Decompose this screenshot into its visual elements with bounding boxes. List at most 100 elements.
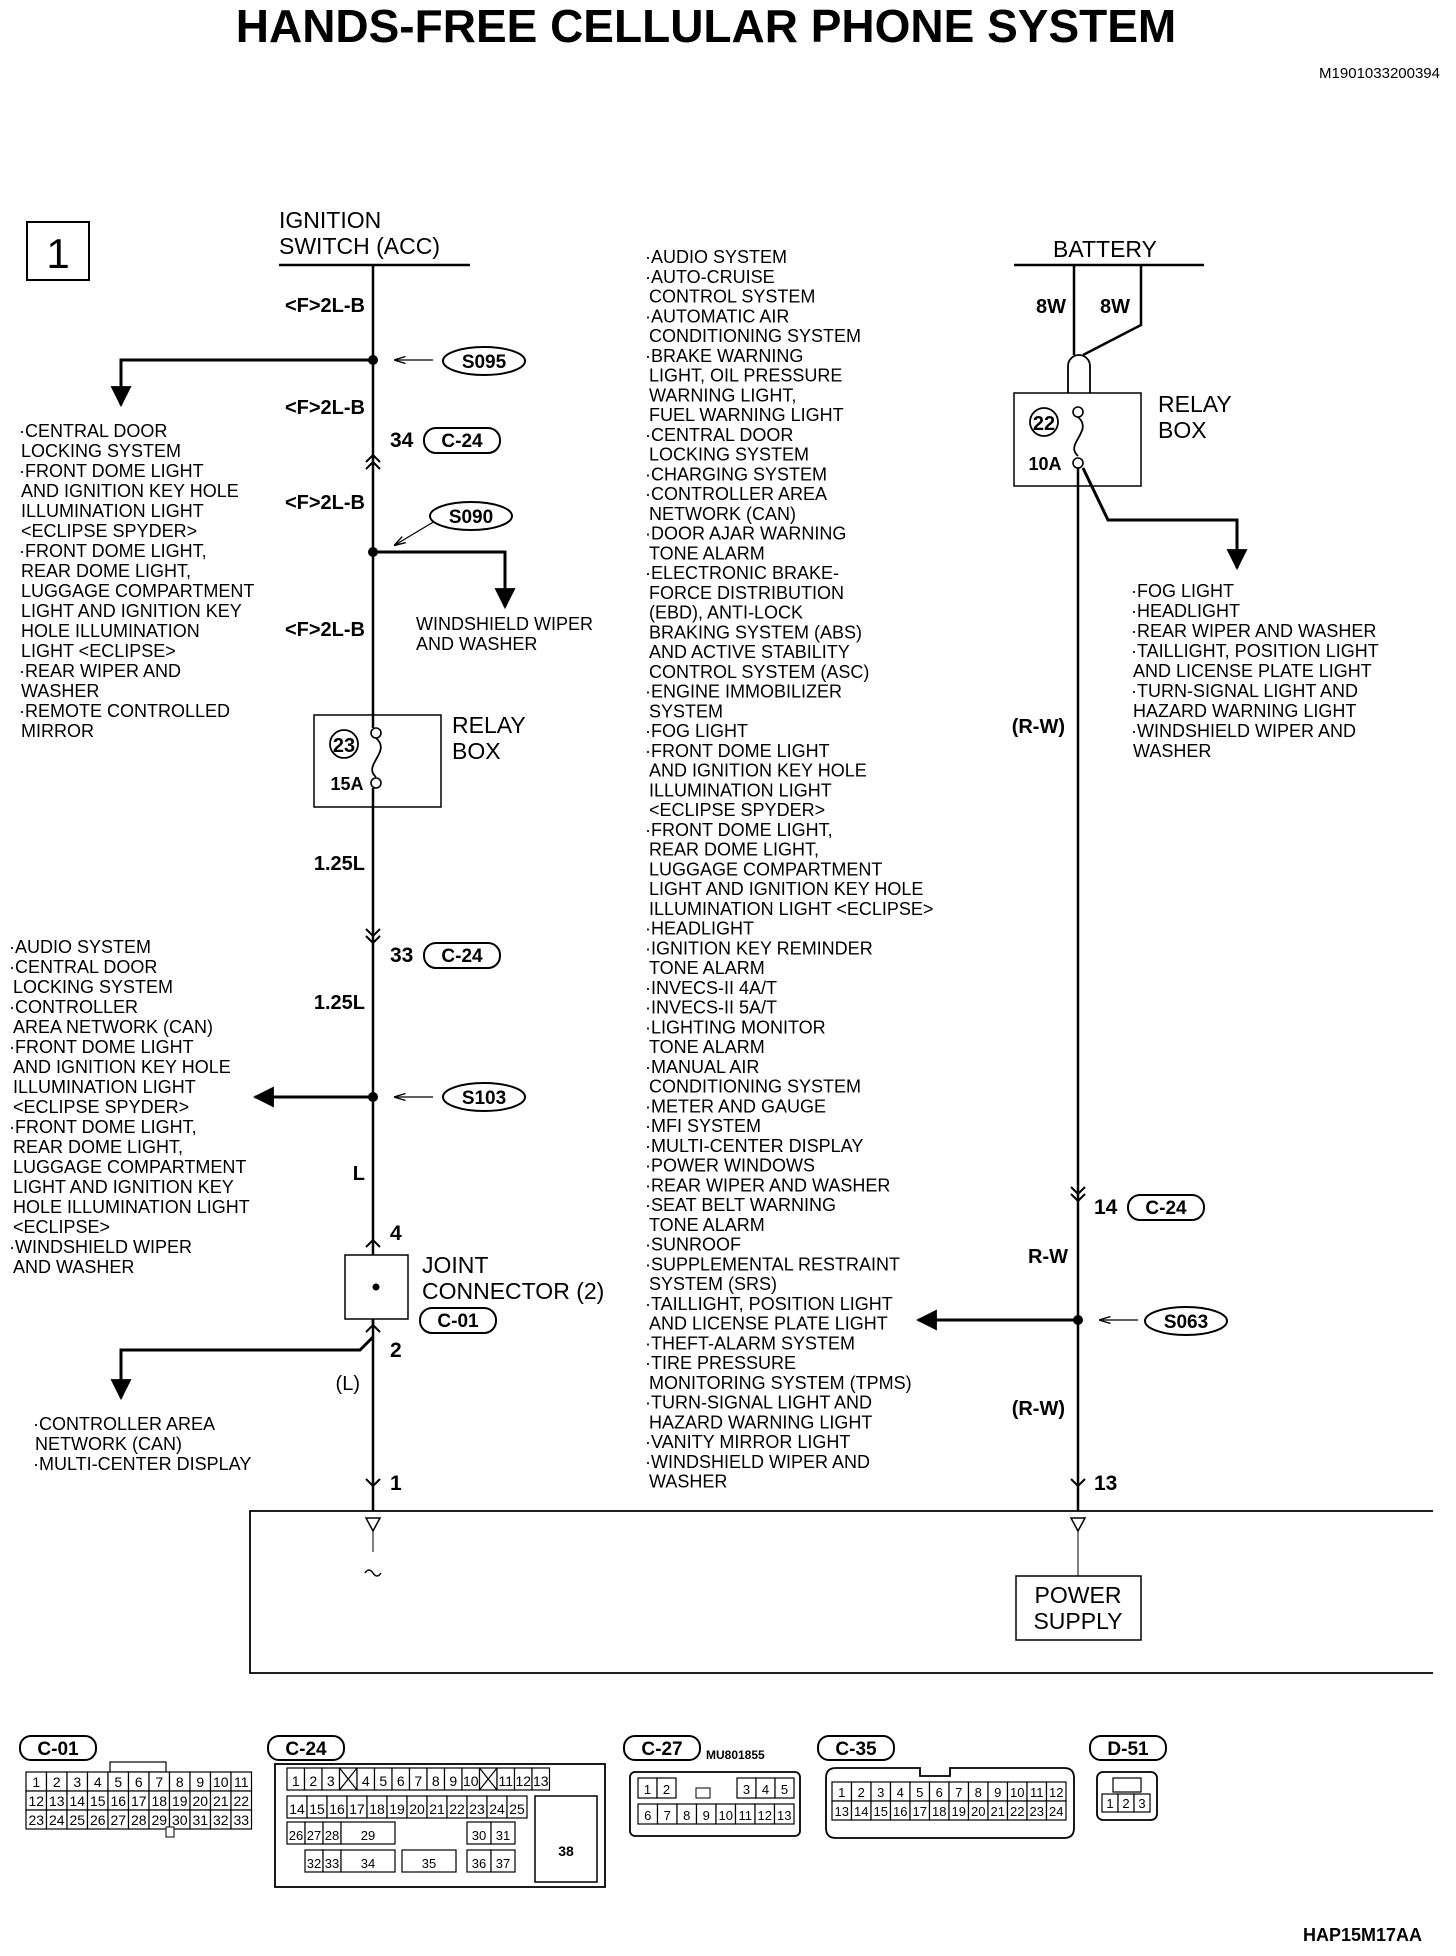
connector-face-c24-pin-number: 13: [533, 1773, 549, 1789]
connector-face-c01-pin-number: 24: [49, 1812, 65, 1828]
connector-face-c01-pin-number: 9: [196, 1774, 204, 1790]
wire-label: 1.25L: [314, 853, 365, 875]
connector-face-c24-pin-number: 16: [329, 1801, 345, 1817]
c01-branch-list: ·CONTROLLER AREA NETWORK (CAN) ·MULTI-CE…: [33, 1414, 251, 1474]
joint-connector-node: [372, 1283, 380, 1291]
connector-face-c01-pin-number: 20: [192, 1793, 208, 1809]
pin-1: 1: [390, 1472, 402, 1495]
fuse-element-10a: [1073, 416, 1084, 457]
connector-face-c24-pin-number: 38: [558, 1843, 574, 1859]
wire-label: <F>2L-B: [285, 619, 365, 641]
connector-face-c27-pin-number: 11: [739, 1808, 753, 1823]
wire-label: (L): [336, 1373, 360, 1395]
wiper-branch-list: WINDSHIELD WIPER AND WASHER: [416, 614, 598, 654]
connector-face-c27-pin-number: 5: [781, 1782, 788, 1797]
connector-mark-34: [365, 453, 381, 470]
connector-face-c35-pin-number: 9: [994, 1785, 1001, 1800]
connector-face-c24-pin-number: 12: [515, 1773, 531, 1789]
relay-branch-list: ·FOG LIGHT ·HEADLIGHT ·REAR WIPER AND WA…: [1131, 581, 1383, 761]
connector-face-c24-pin-cell: [340, 1849, 396, 1873]
connector-face-d51-latch: [1112, 1777, 1142, 1793]
connector-face-d51-label: D-51: [1107, 1739, 1149, 1760]
connector-face-c35-pin-number: 23: [1030, 1804, 1044, 1819]
connector-face-c35-pin-number: 21: [991, 1804, 1005, 1819]
connector-face-c01-pin-number: 13: [49, 1793, 65, 1809]
wire-label: (R-W): [1012, 1398, 1065, 1420]
connector-face-c01-pin-number: 16: [110, 1793, 126, 1809]
connector-face-c24-pin-number: 19: [389, 1801, 405, 1817]
connector-c24: C-24: [1145, 1198, 1187, 1219]
connector-face-c35-pin-number: 19: [952, 1804, 966, 1819]
connector-face-c35-pin-number: 16: [893, 1804, 907, 1819]
s095-branch-arrow: [110, 358, 373, 408]
connector-face-c01-pin-cell: [230, 1809, 253, 1830]
connector-face-c01-pin-number: 10: [213, 1774, 229, 1790]
connector-face-c27-part-number: MU801855: [706, 1748, 765, 1762]
connector-face-c35-pin-number: 18: [932, 1804, 946, 1819]
connector-face-c01-badge: [19, 1735, 97, 1761]
pin-14: 14: [1094, 1196, 1118, 1219]
connector-face-c27-pin-number: 7: [664, 1808, 671, 1823]
connector-face-c01-pin-number: 6: [135, 1774, 143, 1790]
connector-face-c24-label: C-24: [285, 1739, 327, 1760]
fuse-number-23-badge: [329, 729, 359, 759]
connector-face-c24-pin-number: 30: [472, 1828, 486, 1843]
connector-face-c35-pin-number: 7: [955, 1785, 962, 1800]
connector-face-c01-latch: [109, 1761, 167, 1773]
connector-c24-badge: [423, 942, 501, 969]
s095-branch-list: ·CENTRAL DOOR LOCKING SYSTEM ·FRONT DOME…: [19, 421, 259, 741]
splice-s095: S095: [462, 352, 507, 373]
fuse-terminal: [1072, 406, 1084, 418]
splice-s103: S103: [462, 1088, 506, 1109]
connector-face-c24-pin-number: 34: [361, 1856, 375, 1871]
figure-code: HAP15M17AA: [1303, 1925, 1422, 1945]
connector-mark-2: [365, 1323, 381, 1333]
connector-face-c01-pin-number: 8: [176, 1774, 184, 1790]
connector-face-d51-pin-number: 3: [1138, 1796, 1145, 1811]
relay-box-label-1: RELAY: [1158, 391, 1232, 417]
ignition-switch-label-1: IGNITION: [279, 207, 381, 233]
connector-face-c27-pin-number: 12: [758, 1808, 772, 1823]
connector-face-c35-pin-number: 10: [1010, 1785, 1024, 1800]
connector-face-c35-pin-number: 12: [1049, 1785, 1063, 1800]
connector-face-c24-pin-number: 4: [362, 1773, 370, 1789]
connector-face-c24-pin-number: 35: [422, 1856, 436, 1871]
connector-face-c24-pin-number: 7: [414, 1773, 422, 1789]
connector-face-c24-blank-pin: [479, 1767, 498, 1791]
connector-face-c24-pin-number: 22: [449, 1801, 465, 1817]
fuse-terminal: [1072, 457, 1084, 469]
connector-face-c24-pin-cell: [531, 1767, 551, 1791]
connector-face-c01-pin-number: 4: [94, 1774, 102, 1790]
splice-s103-badge: [442, 1082, 526, 1112]
connector-face-c24-pin-number: 37: [496, 1856, 510, 1871]
connector-face-c01-pin-number: 15: [90, 1793, 106, 1809]
connector-face-c24-pin-number: 18: [369, 1801, 385, 1817]
connector-mark-13: [1070, 1478, 1086, 1488]
connector-face-c01-pin-number: 28: [131, 1812, 147, 1828]
connector-face-c24-pin-number: 15: [309, 1801, 325, 1817]
connector-face-c35-pin-number: 15: [874, 1804, 888, 1819]
connector-mark-33: [365, 928, 381, 945]
power-supply-label-2: SUPPLY: [1033, 1608, 1122, 1634]
connector-face-c24-pin-number: 11: [498, 1773, 513, 1789]
connector-face-c24-pin-number: 23: [469, 1801, 485, 1817]
connector-face-c01-pin-number: 33: [233, 1812, 249, 1828]
connector-face-c01-label: C-01: [37, 1739, 79, 1760]
page-number: 1: [46, 230, 69, 277]
connector-face-c24-pin-number: 26: [289, 1828, 303, 1843]
fuse-number-23: 23: [333, 735, 355, 757]
connector-face-c01-pin-number: 29: [151, 1812, 167, 1828]
connector-face-c24-pin-number: 10: [463, 1773, 479, 1789]
connector-face-c24-pin-cell: [490, 1821, 516, 1845]
connector-face-c24-pin-cell: [490, 1849, 516, 1873]
connector-mark-1: [365, 1478, 381, 1488]
connector-face-c27-pin-number: 3: [743, 1782, 750, 1797]
connector-face-c27-pin-number: 13: [777, 1808, 791, 1823]
wire-label: <F>2L-B: [285, 397, 365, 419]
hands-free-unit-box: [249, 1510, 1433, 1674]
fuse-rating-15a: 15A: [330, 774, 363, 794]
connector-face-c35-pin-number: 20: [971, 1804, 985, 1819]
connector-face-c01-pin-number: 18: [151, 1793, 167, 1809]
connector-face-c35-pin-number: 8: [975, 1785, 982, 1800]
